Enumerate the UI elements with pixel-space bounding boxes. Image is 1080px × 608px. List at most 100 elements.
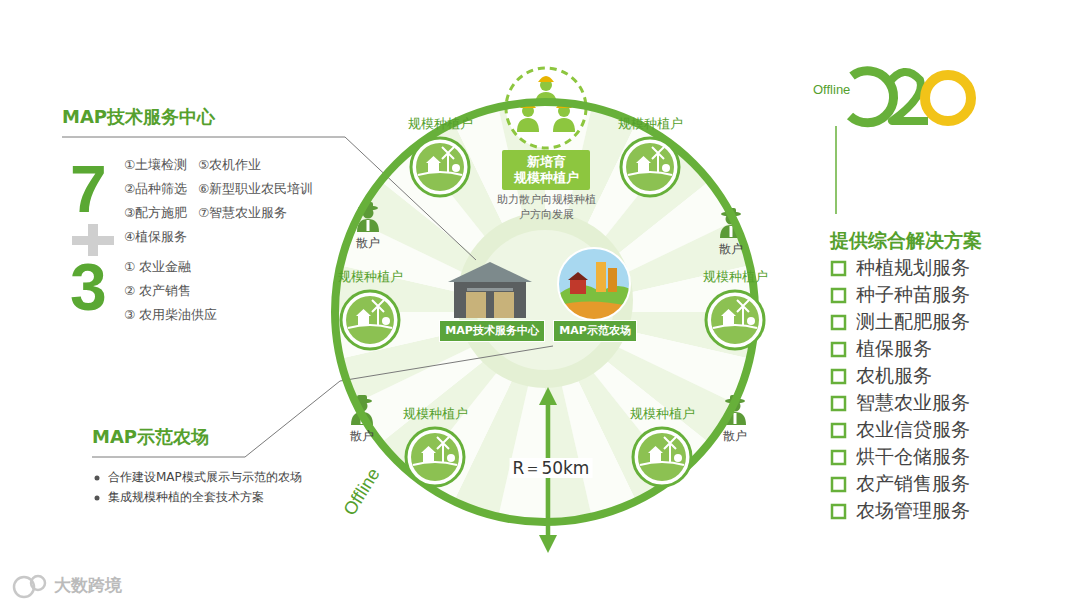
checkbox [832,505,845,518]
node-label: 规模种植户 [703,268,768,286]
solution-item: 农场管理服务 [856,499,970,522]
node-label: MAP技术服务中心 [445,324,539,337]
farm-sky [556,246,636,326]
farm-house-roof [426,156,441,163]
farm-ring [406,428,464,486]
farm-ground [348,325,392,328]
node-label: 新培育 规模种植户 [510,154,582,187]
bullet-text: 合作建设MAP模式展示与示范的农场 [108,470,302,484]
farm-ring [341,291,399,349]
farmer-strap [734,413,737,424]
farmer-strap [730,226,733,237]
farm-disc [346,296,394,344]
farm-windmill [442,443,444,463]
farm-disc [638,433,686,481]
logo-text: Offline [813,82,850,98]
service-item: ⑥新型职业农民培训 [198,181,313,196]
farm-outline [409,136,471,198]
warehouse-door [466,292,486,318]
section-heading: MAP示范农场 [92,426,209,448]
farm-windmill-blades [442,147,454,159]
center-box: MAP技术服务中心 [439,320,545,341]
farm-disc [711,296,759,344]
farm-disc [416,143,464,191]
service-item: ⑤农机作业 [198,157,261,172]
worker-hat [538,76,554,82]
farm-windmill [742,306,744,326]
node-label: 规模种植户 [618,115,683,133]
farm-outline [631,426,693,488]
farmer-strap [367,220,370,231]
farm-house-roof [721,309,736,316]
farm-windmill [447,153,449,173]
solution-item: 农业信贷服务 [856,418,970,441]
farm-windmill-blades [652,147,664,159]
solution-item: 烘干仓储服务 [856,445,970,468]
bullet-text: 集成规模种植的全套技术方案 [108,490,264,504]
farmer-label: 散户 [719,242,743,256]
farm-windmill [669,443,671,463]
solution-item: 农产销售服务 [856,472,970,495]
farm-tree [452,164,460,172]
solution-item: 测土配肥服务 [856,310,970,333]
checkbox [832,370,845,383]
warehouse-roof [448,262,532,282]
farm-circle: 规模种植户 [631,426,693,488]
ring-circle [335,102,755,522]
farm-circle: 规模种植户 [404,426,466,488]
logo-green-ring [850,71,894,123]
section-heading: MAP技术服务中心 [62,106,215,128]
solution-item: 种子种苗服务 [856,283,970,306]
farm-tree [382,317,390,325]
farm-house [638,163,649,173]
node-caption: 助力散户向规模种植户方向发展 [496,193,596,223]
node-label: 规模种植户 [403,405,468,423]
demo-farm-box: MAP示范农场 [553,320,637,341]
node-label: 规模种植户 [338,268,403,286]
service-item: ③配方施肥 [124,205,187,220]
farm-windmill [657,153,659,173]
service-item: ① 农业金融 [124,259,191,274]
big-number: 7 [70,156,107,222]
farm-windmill-blades [437,437,449,449]
farm-outline [704,289,766,351]
warehouse-door [494,292,514,318]
solution-item: 农机服务 [856,364,932,387]
checkbox [832,316,845,329]
solution-item: 智慧农业服务 [856,391,970,414]
farm-ring [633,428,691,486]
farm-barn-roof [568,272,588,280]
logo-yellow-ring [925,75,971,121]
warehouse-door [467,288,513,291]
service-item: ③ 农用柴油供应 [124,307,217,322]
farm-silo [608,268,617,292]
farm-illustration [556,246,636,326]
checkbox [832,397,845,410]
farm-rim [558,248,630,320]
farm-outline [619,136,681,198]
farmer-label: 散户 [356,236,380,250]
farm-house [723,316,734,326]
farmer-body [357,219,379,232]
farm-house-roof [421,446,436,453]
farm-tree [662,164,670,172]
farm-disc [411,433,459,481]
worker-body [553,118,575,132]
farm-silo [596,262,606,292]
farm-windmill-blades [664,437,676,449]
bullet [95,476,100,481]
farm-barn [570,280,586,294]
service-item: ⑦智慧农业服务 [198,205,287,220]
solution-item: 种植规划服务 [856,256,970,279]
watermark: 大数跨境 [54,575,122,595]
farm-windmill [377,306,379,326]
farm-ring [621,138,679,196]
farm-circle: 规模种植户 [409,136,471,198]
big-number: 3 [70,254,107,320]
node-label: Offline [338,462,386,522]
checkbox [832,262,845,275]
farm-house-roof [356,309,371,316]
farm-windmill-blades [372,300,384,312]
farm-house [650,453,661,463]
